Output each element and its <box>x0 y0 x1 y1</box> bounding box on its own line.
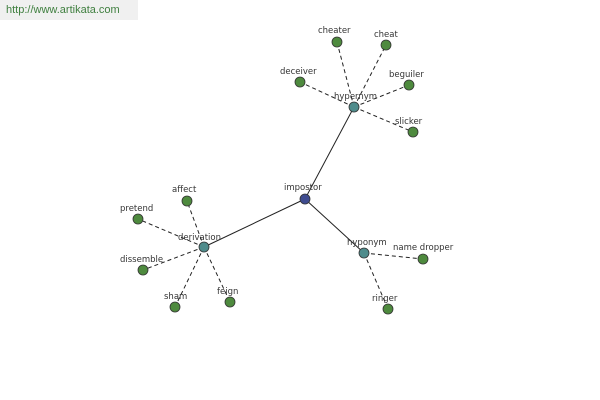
leaf-node-label: dissemble <box>120 255 163 265</box>
edge-derivation-feign <box>203 246 231 303</box>
leaf-node-dot[interactable] <box>181 195 193 207</box>
leaf-node-label: name dropper <box>393 243 454 253</box>
leaf-node-dissemble[interactable]: dissemble <box>120 255 163 276</box>
leaf-node-affect[interactable]: affect <box>172 185 197 207</box>
leaf-node-dot[interactable] <box>224 296 236 308</box>
edge-root-derivation <box>203 198 306 248</box>
relation-node-label: hypernym <box>334 92 377 102</box>
leaf-node-pretend[interactable]: pretend <box>120 204 153 225</box>
edge-hyponym-ringer <box>363 252 389 310</box>
leaf-node-beguiler[interactable]: beguiler <box>389 70 424 91</box>
edge-hypernym-cheat <box>353 44 387 108</box>
leaf-node-dot[interactable] <box>417 253 429 265</box>
leaf-node-dot[interactable] <box>137 264 149 276</box>
leaf-node-cheater[interactable]: cheater <box>318 26 351 48</box>
leaf-node-dot[interactable] <box>407 126 419 138</box>
leaf-node-label: ringer <box>372 294 398 304</box>
leaf-node-dot[interactable] <box>169 301 181 313</box>
graph-edges <box>137 41 424 310</box>
relation-node-label: derivation <box>178 233 221 243</box>
leaf-node-dot[interactable] <box>132 213 144 225</box>
leaf-node-label: affect <box>172 185 197 195</box>
leaf-node-label: cheater <box>318 26 351 36</box>
site-url-banner[interactable]: http://www.artikata.com <box>0 0 138 20</box>
leaf-node-feign[interactable]: feign <box>217 287 238 308</box>
edge-derivation-affect <box>186 200 205 248</box>
relation-node-dot[interactable] <box>198 241 210 253</box>
root-node-dot[interactable] <box>299 193 311 205</box>
root-node-label: impostor <box>284 183 322 193</box>
leaf-node-dot[interactable] <box>294 76 306 88</box>
edge-hypernym-slicker <box>353 106 414 133</box>
leaf-node-label: deceiver <box>280 67 317 77</box>
leaf-node-dot[interactable] <box>380 39 392 51</box>
edge-root-hypernym <box>304 106 355 200</box>
leaf-node-label: beguiler <box>389 70 424 80</box>
relation-node-hypernym[interactable]: hypernym <box>334 92 377 113</box>
leaf-node-deceiver[interactable]: deceiver <box>280 67 317 88</box>
edge-derivation-pretend <box>137 218 205 248</box>
leaf-node-label: feign <box>217 287 238 297</box>
root-node-impostor[interactable]: impostor <box>284 183 322 205</box>
leaf-node-sham[interactable]: sham <box>164 292 187 313</box>
edge-hypernym-deceiver <box>299 81 355 108</box>
relation-node-dot[interactable] <box>358 247 370 259</box>
leaf-node-ringer[interactable]: ringer <box>372 294 398 315</box>
relation-node-dot[interactable] <box>348 101 360 113</box>
leaf-node-name-dropper[interactable]: name dropper <box>393 243 454 265</box>
leaf-node-label: cheat <box>374 30 398 40</box>
leaf-node-cheat[interactable]: cheat <box>374 30 398 51</box>
graph-nodes: cheater cheat deceiver beguiler slicker name … <box>120 26 454 315</box>
relation-node-label: hyponym <box>347 238 387 248</box>
leaf-node-dot[interactable] <box>403 79 415 91</box>
relation-node-derivation[interactable]: derivation <box>178 233 221 253</box>
edge-root-hyponym <box>304 198 365 254</box>
relation-node-hyponym[interactable]: hyponym <box>347 238 387 259</box>
leaf-node-label: slicker <box>395 117 423 127</box>
edge-derivation-dissemble <box>142 246 205 271</box>
leaf-node-slicker[interactable]: slicker <box>395 117 423 138</box>
edge-hyponym-name-dropper <box>363 252 424 260</box>
leaf-node-label: sham <box>164 292 187 302</box>
leaf-node-label: pretend <box>120 204 153 214</box>
leaf-node-dot[interactable] <box>382 303 394 315</box>
leaf-node-dot[interactable] <box>331 36 343 48</box>
edge-hypernym-beguiler <box>353 84 410 108</box>
